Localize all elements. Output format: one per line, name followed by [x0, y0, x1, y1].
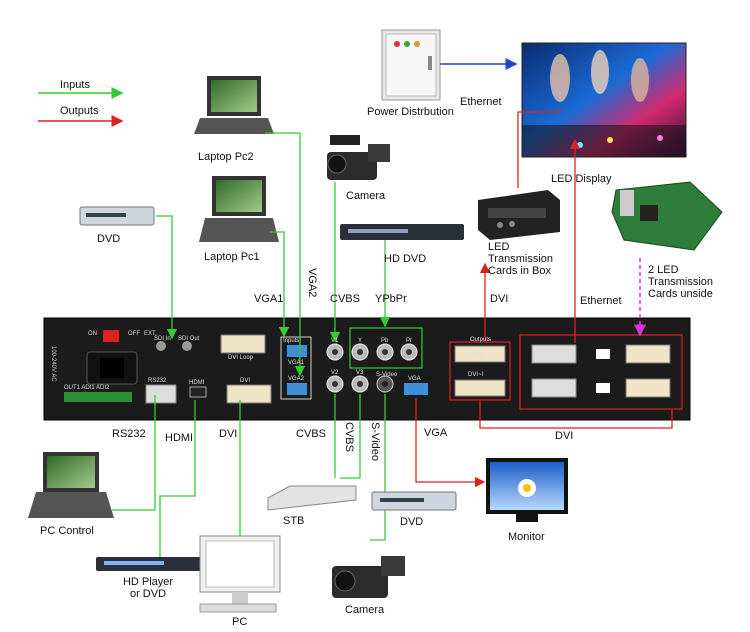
cards-group-box: [519, 334, 683, 410]
dvi-right-label: DVI: [555, 430, 574, 442]
panel-v2: V2: [331, 370, 339, 376]
hd-player-label-1: HD Player: [122, 576, 174, 588]
panel-vga: VGA: [408, 376, 421, 382]
panel-off: OFF: [128, 331, 140, 337]
camera-bottom-icon: [332, 556, 405, 598]
panel-out-dvi: DVI: [472, 352, 483, 358]
panel-hdmi: HDMI: [189, 380, 205, 386]
panel-outputs: Outputs: [470, 337, 492, 343]
panel-vga1: VGA1: [288, 360, 305, 366]
panel-vga2: VGA2: [288, 376, 305, 382]
dvi-top-label: DVI: [490, 293, 509, 305]
panel-dvi-loop: DVI Loop: [228, 355, 254, 361]
stb-label: STB: [283, 515, 305, 527]
led-box-label-2: Transmission: [488, 253, 553, 265]
ethernet-right-label: Ethernet: [580, 295, 622, 307]
led-transmission-cards-icon: [611, 181, 723, 251]
panel-sdi-out: SDI Out: [178, 336, 200, 342]
pc-label: PC: [232, 616, 248, 628]
camera-bottom-label: Camera: [345, 604, 385, 616]
dvd-player-left-icon: [79, 206, 155, 226]
ethernet-top-label: Ethernet: [460, 96, 502, 108]
monitor-label: Monitor: [508, 531, 545, 543]
led-display-label: LED Display: [551, 173, 612, 185]
ypbpr-group-box: [349, 327, 423, 369]
hd-player-label-2: or DVD: [129, 588, 167, 600]
cvbs-top-label: CVBS: [330, 293, 360, 305]
camera-top-label: Camera: [346, 190, 386, 202]
panel-ext: EXT.: [144, 331, 157, 337]
pc-control-laptop-icon: [28, 452, 114, 518]
laptop-pc2-icon: [194, 76, 274, 134]
led-box-label-3: Cards in Box: [488, 265, 551, 277]
dvd-left-label: DVD: [97, 233, 121, 245]
power-switch: [103, 330, 119, 342]
panel-rs232: RS232: [148, 378, 167, 384]
panel-pr: Pr: [406, 338, 412, 344]
panel-svideo: S-Video: [376, 372, 398, 378]
panel-ac: 100-240V AC: [50, 346, 56, 382]
laptop1-label: Laptop Pc1: [204, 251, 260, 263]
hd-dvd-label: HD DVD: [384, 253, 427, 265]
input-lines: [112, 132, 391, 562]
panel-y: Y: [358, 338, 363, 344]
hd-dvd-player-icon: [340, 224, 464, 240]
panel-audio: OUT1 ADI1 ADI2: [64, 385, 110, 391]
panel-on: ON: [88, 331, 97, 337]
legend-outputs-label: Outputs: [60, 105, 99, 117]
vga-out-label: VGA: [424, 427, 448, 439]
led-display-image: [521, 42, 687, 158]
hd-player-icon: [96, 557, 222, 571]
pc-monitor-icon: [199, 535, 281, 613]
ypbpr-label: YPbPr: [375, 293, 407, 305]
camera-top-icon: [327, 135, 390, 180]
hdmi-label: HDMI: [165, 432, 194, 444]
cards-label-3: Cards unside: [648, 288, 713, 300]
led-box-label-1: LED: [488, 241, 510, 253]
rs232-label: RS232: [112, 428, 146, 440]
power-label: Power Distrbution: [367, 106, 454, 118]
power-distribution-icon: [381, 29, 441, 101]
panel-v3: V3: [356, 370, 364, 376]
cvbs-bottom-label: CVBS: [296, 428, 326, 440]
dvi-bottom-label: DVI: [219, 428, 238, 440]
pc-control-label: PC Control: [40, 525, 94, 537]
panel-sdi-in: SDI In: [154, 336, 171, 342]
laptop2-label: Laptop Pc2: [198, 151, 254, 163]
panel-dvi: DVI: [240, 378, 251, 384]
panel-out-dvi-i: DVI~I: [468, 372, 484, 378]
dvd-bottom-label: DVD: [400, 516, 424, 528]
svideo-label: S-Video: [369, 422, 381, 461]
panel-inputs: Inputs: [283, 338, 300, 344]
monitor-icon: [486, 458, 568, 522]
cards-label-2: Transmission: [648, 276, 713, 288]
cvbs-vertical-label: CVBS: [343, 422, 355, 452]
panel-v1: V1: [331, 338, 339, 344]
video-processor-panel: [43, 317, 691, 421]
stb-icon: [267, 485, 357, 511]
cards-label-1: 2 LED: [648, 264, 679, 276]
vga1-label: VGA1: [254, 293, 284, 305]
laptop-pc1-icon: [199, 176, 279, 242]
output-lines: [415, 108, 673, 488]
legend-inputs-label: Inputs: [60, 79, 90, 91]
vga2-label: VGA2: [306, 268, 318, 298]
dvd-bottom-icon: [371, 491, 457, 511]
panel-pb: Pb: [381, 338, 389, 344]
led-transmission-box-icon: [478, 190, 560, 240]
